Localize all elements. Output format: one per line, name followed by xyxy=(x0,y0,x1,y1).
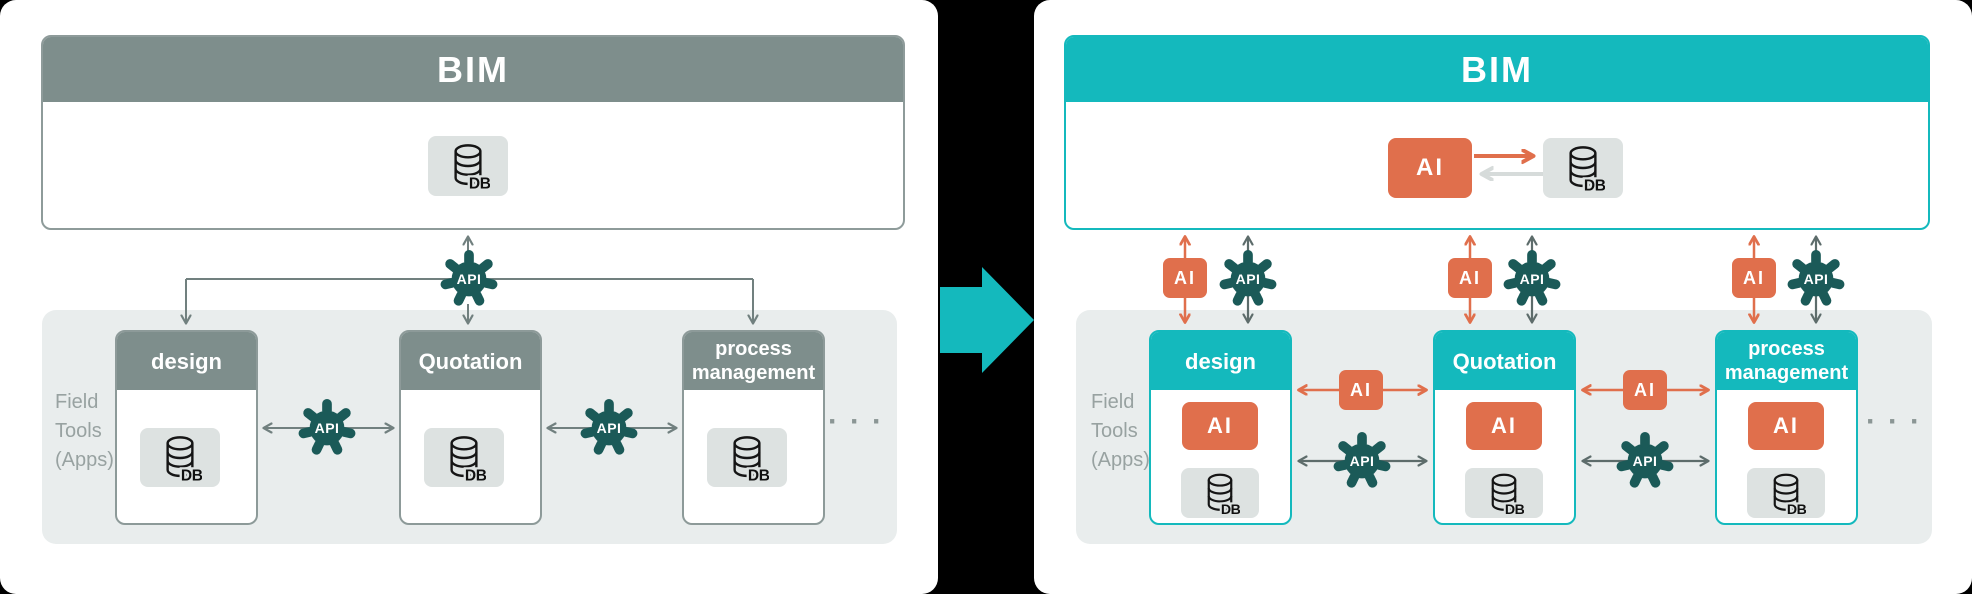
field-tools-label: Field Tools (Apps) xyxy=(55,388,114,475)
db-tile xyxy=(707,428,787,487)
api-gear: API xyxy=(1333,432,1391,490)
api-gear: API xyxy=(580,399,638,457)
ai-box: AI xyxy=(1182,402,1258,450)
db-tile xyxy=(140,428,220,487)
app-title: design xyxy=(1151,332,1290,390)
bim-box: BIM xyxy=(1064,35,1930,230)
app-title: process management xyxy=(1717,332,1856,390)
api-gear: API xyxy=(1219,250,1277,308)
database-icon xyxy=(1200,471,1240,516)
ai-box: AI xyxy=(1163,258,1207,298)
database-icon xyxy=(1484,471,1524,516)
api-gear: API xyxy=(1503,250,1561,308)
app-box-quotation: Quotation AI xyxy=(1433,330,1576,525)
api-gear-label: API xyxy=(1803,271,1829,287)
ai-box: AI xyxy=(1388,138,1472,198)
api-gear-label: API xyxy=(1235,271,1261,287)
app-box-design: design AI xyxy=(1149,330,1292,525)
panel-before: BIM design Quota xyxy=(0,0,938,594)
app-box-design: design xyxy=(115,330,258,525)
database-icon xyxy=(442,433,486,483)
bim-title: BIM xyxy=(1066,37,1928,102)
app-box-process-management: process management xyxy=(682,330,825,525)
ai-box: AI xyxy=(1448,258,1492,298)
ellipsis-dots: ··· xyxy=(1866,405,1932,438)
ai-box: AI xyxy=(1732,258,1776,298)
app-box-process-management: process management AI xyxy=(1715,330,1858,525)
transition-arrow-icon xyxy=(940,267,1034,373)
field-tools-line: Tools xyxy=(55,420,102,442)
field-tools-line: Field xyxy=(1091,391,1135,413)
ai-box: AI xyxy=(1339,370,1383,410)
bim-title: BIM xyxy=(43,37,903,102)
db-tile xyxy=(1465,468,1543,518)
db-tile xyxy=(424,428,504,487)
app-title: process management xyxy=(684,332,823,390)
panel-after: BIM xyxy=(1034,0,1972,594)
api-gear: API xyxy=(298,399,356,457)
field-tools-label: Field Tools (Apps) xyxy=(1091,388,1150,475)
db-tile xyxy=(1543,138,1623,198)
api-gear-label: API xyxy=(456,271,482,287)
field-tools-line: Tools xyxy=(1091,420,1138,442)
field-tools-line: Field xyxy=(55,391,99,413)
database-icon xyxy=(1561,143,1605,193)
database-icon xyxy=(158,433,202,483)
db-tile xyxy=(1181,468,1259,518)
api-gear: API xyxy=(1787,250,1845,308)
database-icon xyxy=(446,141,490,191)
bim-box: BIM xyxy=(41,35,905,230)
ai-box: AI xyxy=(1466,402,1542,450)
database-icon xyxy=(1766,471,1806,516)
app-title: Quotation xyxy=(1435,332,1574,390)
api-gear: API xyxy=(440,250,498,308)
api-gear: API xyxy=(1616,432,1674,490)
field-tools-line: (Apps) xyxy=(1091,449,1150,471)
app-box-quotation: Quotation xyxy=(399,330,542,525)
app-title: design xyxy=(117,332,256,390)
app-title: Quotation xyxy=(401,332,540,390)
api-gear-label: API xyxy=(596,420,622,436)
db-tile xyxy=(428,136,508,196)
api-gear-label: API xyxy=(1632,453,1658,469)
field-tools-line: (Apps) xyxy=(55,449,114,471)
ai-box: AI xyxy=(1748,402,1824,450)
ai-box: AI xyxy=(1623,370,1667,410)
ellipsis-dots: ··· xyxy=(828,405,894,438)
db-tile xyxy=(1747,468,1825,518)
api-gear-label: API xyxy=(1349,453,1375,469)
database-icon xyxy=(725,433,769,483)
api-gear-label: API xyxy=(314,420,340,436)
api-gear-label: API xyxy=(1519,271,1545,287)
